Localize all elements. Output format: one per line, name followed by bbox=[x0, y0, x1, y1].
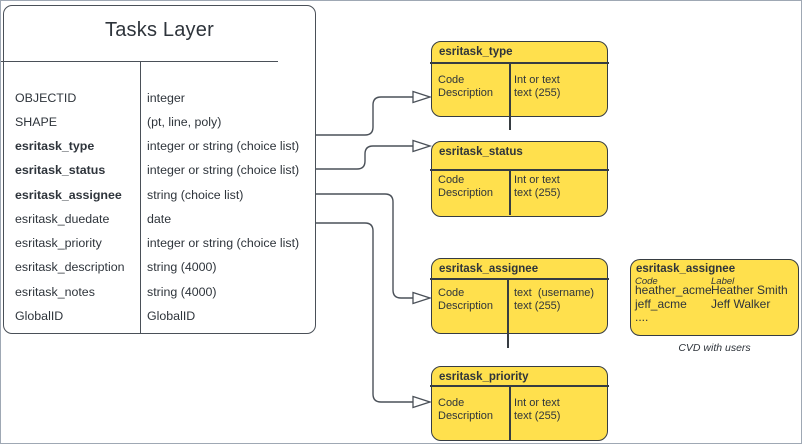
field-type: string (4000) bbox=[147, 260, 217, 275]
field-name: esritask_notes bbox=[15, 284, 95, 299]
type-cell: Int or text text (255) bbox=[514, 397, 560, 423]
cvd-users-title: esritask_assignee bbox=[636, 263, 736, 275]
field-type: integer or string (choice list) bbox=[147, 236, 300, 251]
field-row: esritask_type integer or string (choice l… bbox=[4, 134, 315, 158]
arrowhead-esritask-priority bbox=[412, 395, 433, 409]
field-type: GlobalID bbox=[147, 308, 196, 323]
type-cell: Int or text text (255) bbox=[514, 174, 560, 200]
cvd-user-code: jeff_acme bbox=[635, 297, 687, 311]
field-row: SHAPE (pt, line, poly) bbox=[4, 110, 315, 134]
column-divider-line bbox=[509, 62, 511, 130]
column-divider-line bbox=[509, 169, 511, 215]
cvd-header-label: Label bbox=[711, 276, 735, 287]
cvd-table-title: esritask_assignee bbox=[439, 263, 539, 275]
title-divider-line bbox=[430, 62, 609, 64]
cvd-user-code: heather_acme bbox=[635, 283, 712, 297]
field-type: integer or string (choice list) bbox=[147, 139, 300, 154]
cell-line: Code bbox=[438, 174, 465, 186]
cvd-header-code: Code bbox=[635, 276, 658, 287]
cell-line: Description bbox=[438, 187, 494, 200]
arrowhead-esritask-status bbox=[412, 139, 433, 153]
cvd-table-esritask-priority: esritask_priority Code Description Int o… bbox=[430, 366, 609, 441]
cvd-user-label: Heather Smith bbox=[711, 283, 788, 297]
cvd-ellipsis: .... bbox=[635, 310, 649, 324]
title-divider-line bbox=[430, 169, 609, 171]
field-name: esritask_type bbox=[15, 139, 95, 154]
cell-line: Description bbox=[438, 410, 494, 423]
cell-line: text (255) bbox=[514, 87, 561, 100]
field-row: esritask_description string (4000) bbox=[4, 255, 315, 279]
cell-line: Code bbox=[438, 287, 465, 299]
cell-line: Code bbox=[438, 74, 465, 86]
arrowhead-esritask-type bbox=[412, 90, 433, 104]
field-type: integer bbox=[147, 90, 185, 105]
cvd-user-label: Jeff Walker bbox=[711, 297, 771, 311]
cvd-users-table: esritask_assignee Code Label heather_acm… bbox=[630, 259, 799, 336]
field-type: (pt, line, poly) bbox=[147, 114, 222, 129]
field-name: esritask_priority bbox=[15, 236, 102, 251]
cell-line: Int or text bbox=[514, 74, 560, 86]
field-type: date bbox=[147, 211, 172, 226]
field-row: esritask_status integer or string (choice… bbox=[4, 158, 315, 182]
cell-line: text (username) bbox=[514, 287, 595, 299]
cell-line: Description bbox=[438, 87, 494, 100]
code-description-cell: Code Description bbox=[438, 74, 493, 100]
connector-esritask-priority bbox=[315, 222, 413, 403]
field-row: GlobalID GlobalID bbox=[4, 304, 315, 328]
connector-esritask-status bbox=[315, 145, 413, 170]
cvd-table-title: esritask_type bbox=[439, 46, 513, 58]
cell-line: Int or text bbox=[514, 174, 560, 186]
cvd-caption: CVD with users bbox=[678, 342, 751, 354]
cvd-table-title: esritask_priority bbox=[439, 371, 529, 383]
connector-esritask-type bbox=[315, 96, 413, 136]
connector-esritask-assignee bbox=[315, 193, 413, 299]
field-row: esritask_notes string (4000) bbox=[4, 280, 315, 304]
arrowhead-esritask-assignee bbox=[412, 291, 433, 305]
column-divider-line bbox=[507, 278, 509, 348]
field-name: GlobalID bbox=[15, 308, 64, 323]
cvd-table-title: esritask_status bbox=[439, 146, 523, 158]
field-type: string (choice list) bbox=[147, 187, 244, 202]
title-divider-line bbox=[430, 385, 609, 387]
field-row: esritask_assignee string (choice list) bbox=[4, 183, 315, 207]
cvd-table-esritask-assignee: esritask_assignee Code Description text … bbox=[430, 258, 609, 348]
field-name: OBJECTID bbox=[15, 90, 77, 105]
type-cell: text (username) text (255) bbox=[514, 287, 594, 313]
field-row: esritask_priority integer or string (choi… bbox=[4, 231, 315, 255]
field-name: SHAPE bbox=[15, 114, 58, 129]
field-type: string (4000) bbox=[147, 284, 217, 299]
tasks-layer-title: Tasks Layer bbox=[105, 19, 214, 41]
cell-line: text (255) bbox=[514, 300, 561, 313]
field-row: OBJECTID integer bbox=[4, 86, 315, 110]
cell-line: text (255) bbox=[514, 187, 561, 200]
cell-line: Description bbox=[438, 300, 494, 313]
field-name: esritask_description bbox=[15, 260, 125, 275]
field-type: integer or string (choice list) bbox=[147, 163, 300, 178]
cell-line: text (255) bbox=[514, 410, 561, 423]
field-name: esritask_status bbox=[15, 163, 106, 178]
field-name: esritask_assignee bbox=[15, 187, 122, 202]
column-divider-line bbox=[139, 60, 141, 333]
cell-line: Code bbox=[438, 397, 465, 409]
field-name: esritask_duedate bbox=[15, 211, 110, 226]
cvd-table-esritask-type: esritask_type Code Description Int or te… bbox=[430, 41, 609, 130]
field-row: esritask_duedate date bbox=[4, 207, 315, 231]
type-cell: Int or text text (255) bbox=[514, 74, 560, 100]
title-divider-line bbox=[430, 278, 609, 280]
cvd-table-esritask-status: esritask_status Code Description Int or … bbox=[430, 141, 609, 217]
code-description-cell: Code Description bbox=[438, 287, 493, 313]
code-description-cell: Code Description bbox=[438, 397, 493, 423]
column-divider-line bbox=[509, 385, 511, 440]
code-description-cell: Code Description bbox=[438, 174, 493, 200]
cell-line: Int or text bbox=[514, 397, 560, 409]
